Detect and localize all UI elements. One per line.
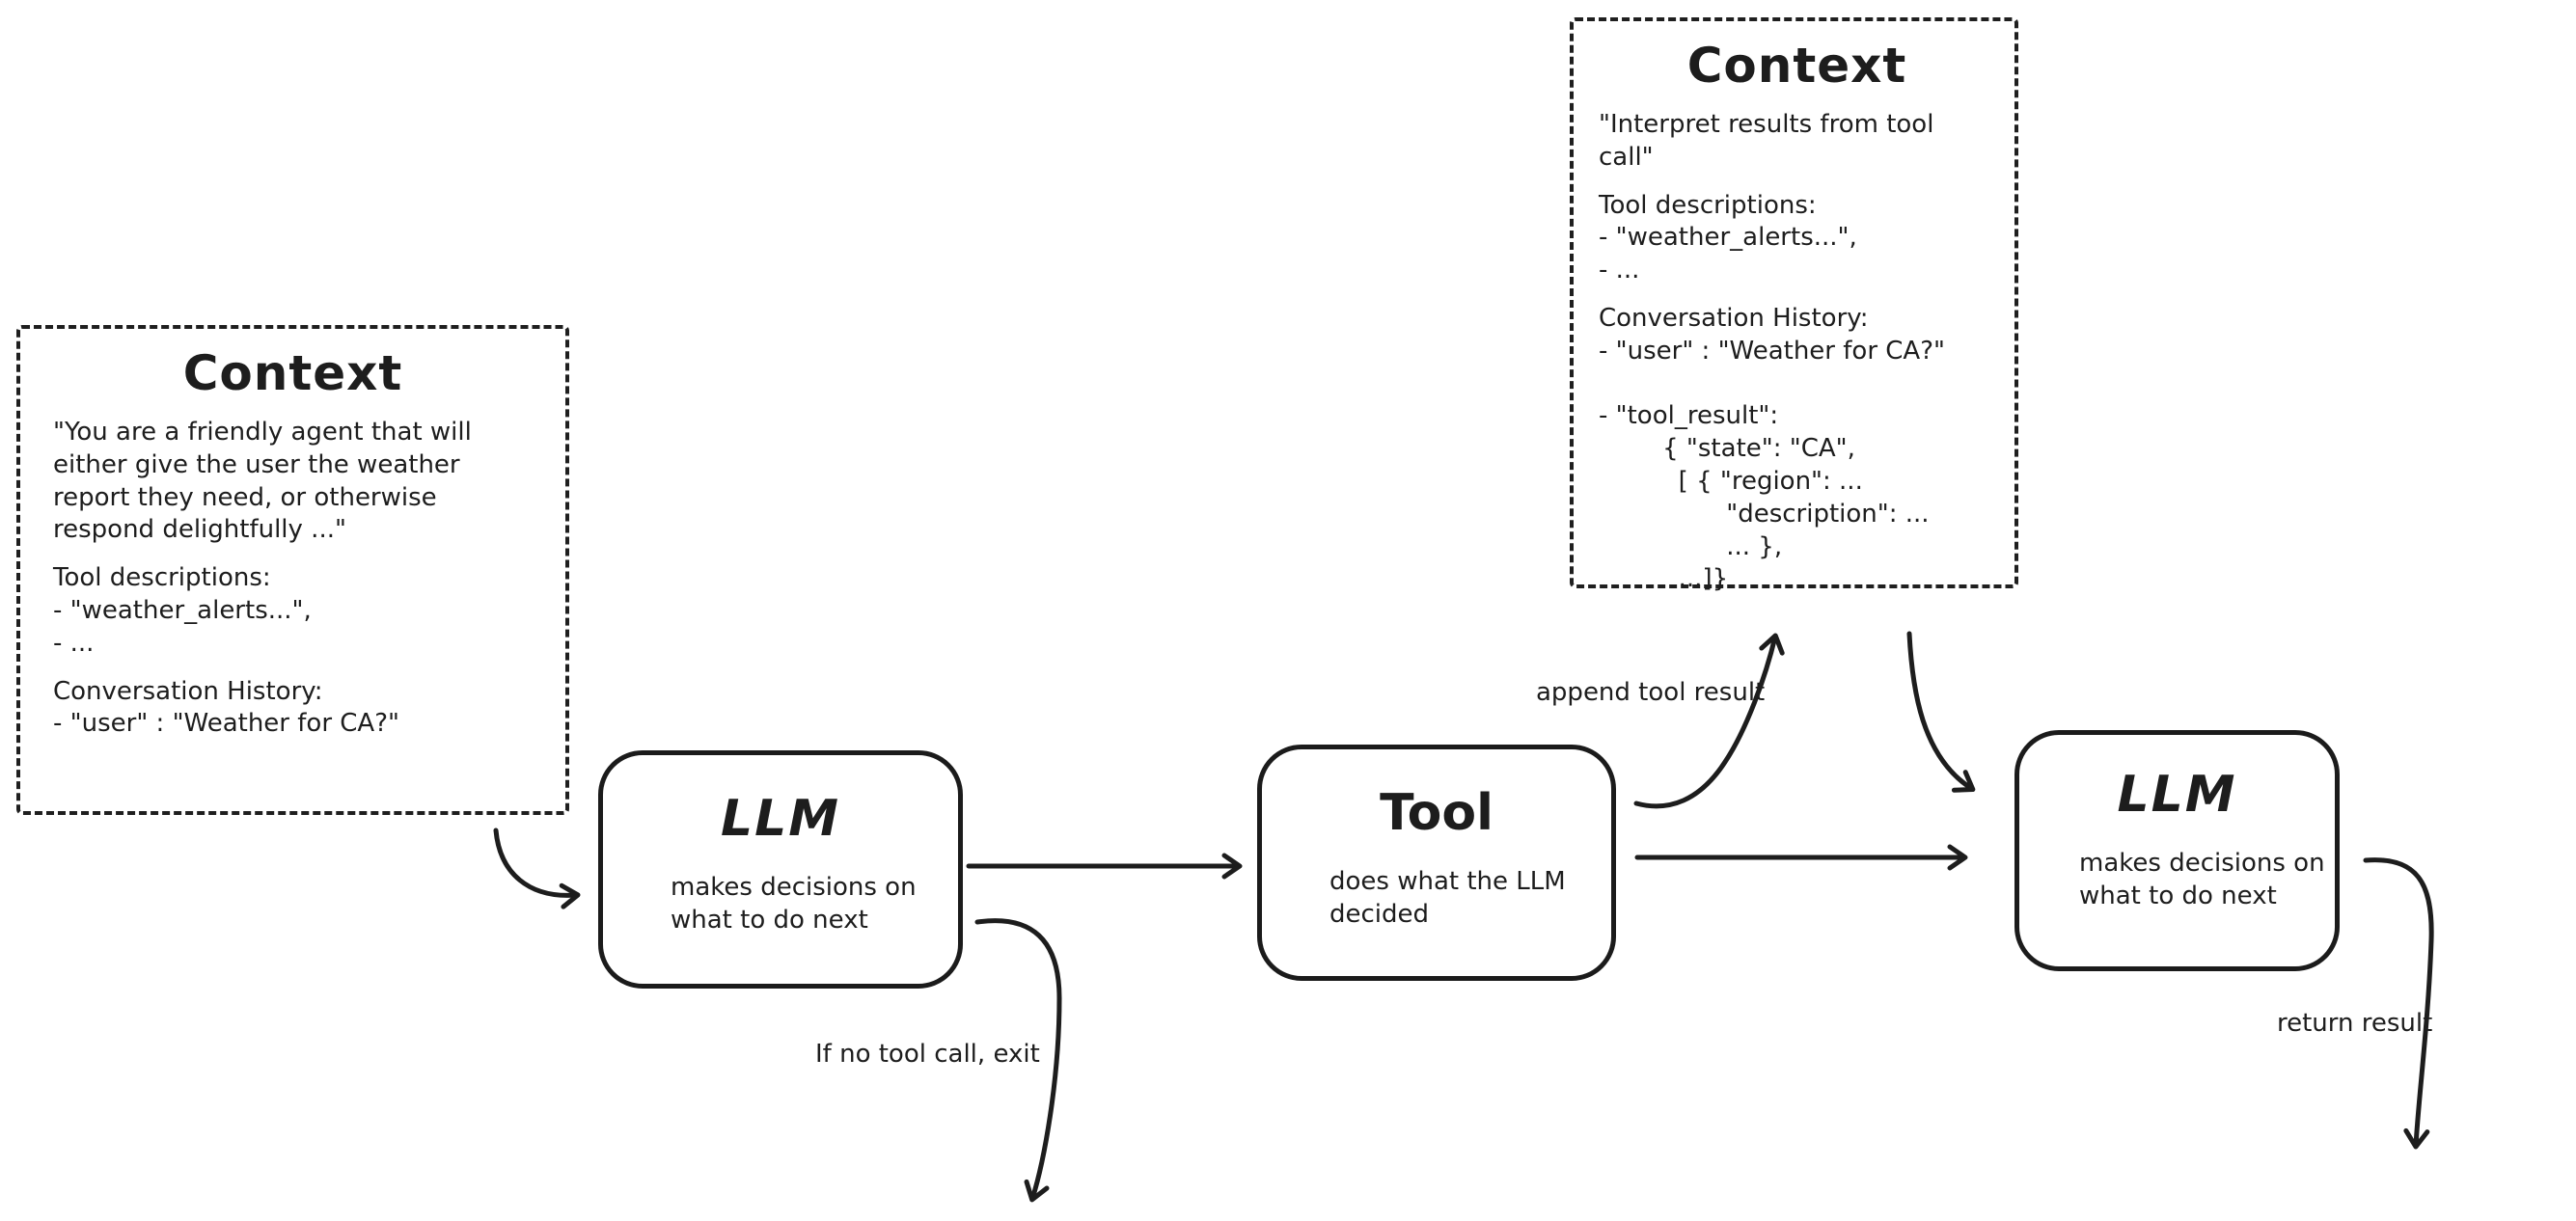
arrow-tool-to-context-right — [1633, 633, 1785, 809]
context-box-after-tool: Context "Interpret results from tool cal… — [1570, 17, 2018, 593]
arrow-llm2-return — [2363, 857, 2434, 1150]
interpret-instruction-text: "Interpret results from tool call" — [1599, 110, 1942, 172]
tool-descriptions-text: Tool descriptions: - "weather_alerts..."… — [1599, 190, 1857, 285]
system-prompt-text: "You are a friendly agent that will eith… — [53, 418, 472, 545]
llm2-subtitle: makes decisions on what to do next — [2079, 849, 2325, 910]
tool-title: Tool — [1380, 784, 1494, 842]
tool-subtitle: does what the LLM decided — [1329, 867, 1566, 929]
llm1-title: LLM — [720, 790, 840, 848]
if-no-tool-call-exit-label: If no tool call, exit — [815, 1040, 1040, 1069]
llm2-title: LLM — [2117, 766, 2237, 824]
context-box-initial: Context "You are a friendly agent that w… — [16, 325, 569, 815]
return-result-label: return result — [2277, 1009, 2433, 1038]
tool-descriptions-text: Tool descriptions: - "weather_alerts..."… — [53, 563, 312, 658]
tool-node: Tool does what the LLM decided — [1257, 745, 1616, 981]
llm-node-2: LLM makes decisions on what to do next — [2014, 730, 2340, 971]
llm-node-1: LLM makes decisions on what to do next — [598, 750, 963, 989]
arrow-context-left-to-llm1 — [493, 828, 581, 909]
context-initial-title: Context — [182, 345, 403, 401]
append-tool-result-label: append tool result — [1536, 678, 1766, 707]
context-after-tool-title: Context — [1686, 38, 1907, 94]
conversation-history-with-tool-result-text: Conversation History: - "user" : "Weathe… — [1599, 303, 1945, 594]
conversation-history-text: Conversation History: - "user" : "Weathe… — [53, 676, 399, 739]
llm1-subtitle: makes decisions on what to do next — [671, 873, 917, 935]
arrow-context-right-to-llm2 — [1906, 631, 1976, 793]
